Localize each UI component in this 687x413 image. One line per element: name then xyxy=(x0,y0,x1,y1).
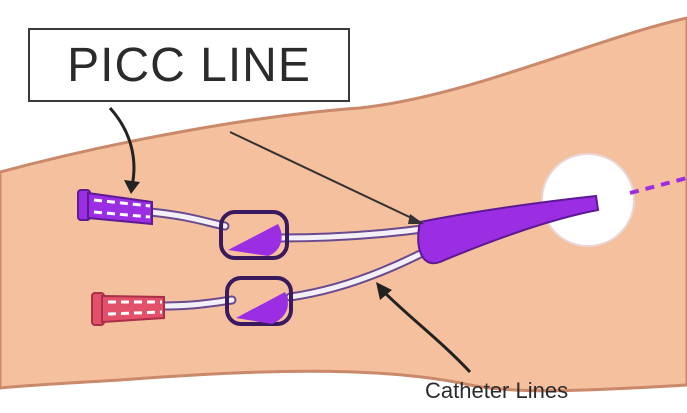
picc-line-title: PICC LINE xyxy=(67,38,311,93)
picc-line-title-box: PICC LINE xyxy=(28,28,350,102)
catheter-lines-label: Catheter Lines xyxy=(425,378,568,404)
